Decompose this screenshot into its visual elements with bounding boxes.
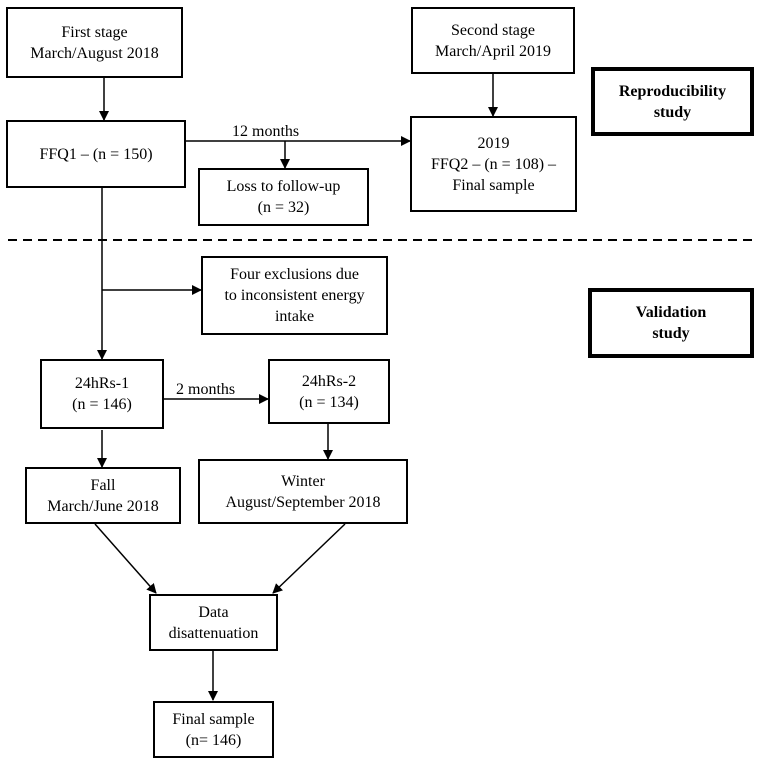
validation-study-box: Validation study xyxy=(588,288,754,358)
data-disattenuation-box: Data disattenuation xyxy=(149,594,278,651)
final-sample-box: Final sample (n= 146) xyxy=(153,701,274,758)
ffq1-box: FFQ1 – (n = 150) xyxy=(6,120,186,188)
edge-label-2-months: 2 months xyxy=(176,381,236,398)
reproducibility-study-box: Reproducibility study xyxy=(591,67,754,136)
24hrs-1-box: 24hRs-1 (n = 146) xyxy=(40,359,164,429)
second-stage-box: Second stage March/April 2019 xyxy=(411,7,575,74)
arrow-fall-to-data xyxy=(94,523,157,594)
winter-box: Winter August/September 2018 xyxy=(198,459,408,524)
loss-to-follow-up-box: Loss to follow-up (n = 32) xyxy=(198,168,369,226)
first-stage-box: First stage March/August 2018 xyxy=(6,7,183,78)
fall-box: Fall March/June 2018 xyxy=(25,467,181,524)
exclusions-box: Four exclusions due to inconsistent ener… xyxy=(201,256,388,335)
ffq2-box: 2019 FFQ2 – (n = 108) – Final sample xyxy=(410,116,577,212)
arrow-winter-to-data xyxy=(272,523,346,594)
edge-label-12-months: 12 months xyxy=(232,123,300,140)
24hrs-2-box: 24hRs-2 (n = 134) xyxy=(268,359,390,424)
